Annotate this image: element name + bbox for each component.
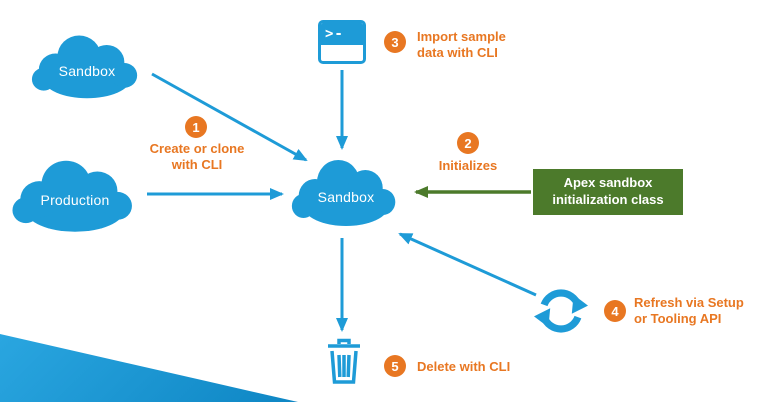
node-label-production: Production bbox=[40, 192, 110, 208]
step-label-2: Initializes bbox=[438, 158, 498, 173]
step-label-4: Refresh via Setup or Tooling API bbox=[634, 295, 744, 327]
cloud-shape bbox=[291, 160, 396, 226]
trash-icon bbox=[328, 338, 360, 384]
refresh-icon bbox=[534, 289, 588, 333]
node-label-sandbox-top: Sandbox bbox=[58, 63, 116, 79]
node-sandbox-top: Sandbox bbox=[28, 26, 146, 102]
step-badge-1: 1 bbox=[185, 116, 207, 138]
cloud-shape bbox=[31, 35, 138, 99]
step-badge-2: 2 bbox=[457, 132, 479, 154]
terminal-prompt: >- bbox=[321, 23, 363, 45]
node-production: Production bbox=[8, 150, 142, 236]
step-label-1: Create or clone with CLI bbox=[149, 141, 245, 173]
step-label-3: Import sample data with CLI bbox=[417, 29, 506, 61]
step-badge-5: 5 bbox=[384, 355, 406, 377]
node-apex-class: Apex sandbox initialization class bbox=[533, 169, 683, 215]
terminal-icon: >- bbox=[318, 20, 366, 64]
corner-triangle-decoration bbox=[0, 334, 298, 402]
step-badge-4: 4 bbox=[604, 300, 626, 322]
cloud-shape bbox=[12, 160, 132, 232]
node-label-sandbox-center: Sandbox bbox=[317, 189, 375, 205]
arrow-refresh-to-center bbox=[398, 232, 537, 297]
node-sandbox-center: Sandbox bbox=[288, 150, 404, 230]
step-label-5: Delete with CLI bbox=[417, 359, 511, 374]
step-badge-3: 3 bbox=[384, 31, 406, 53]
